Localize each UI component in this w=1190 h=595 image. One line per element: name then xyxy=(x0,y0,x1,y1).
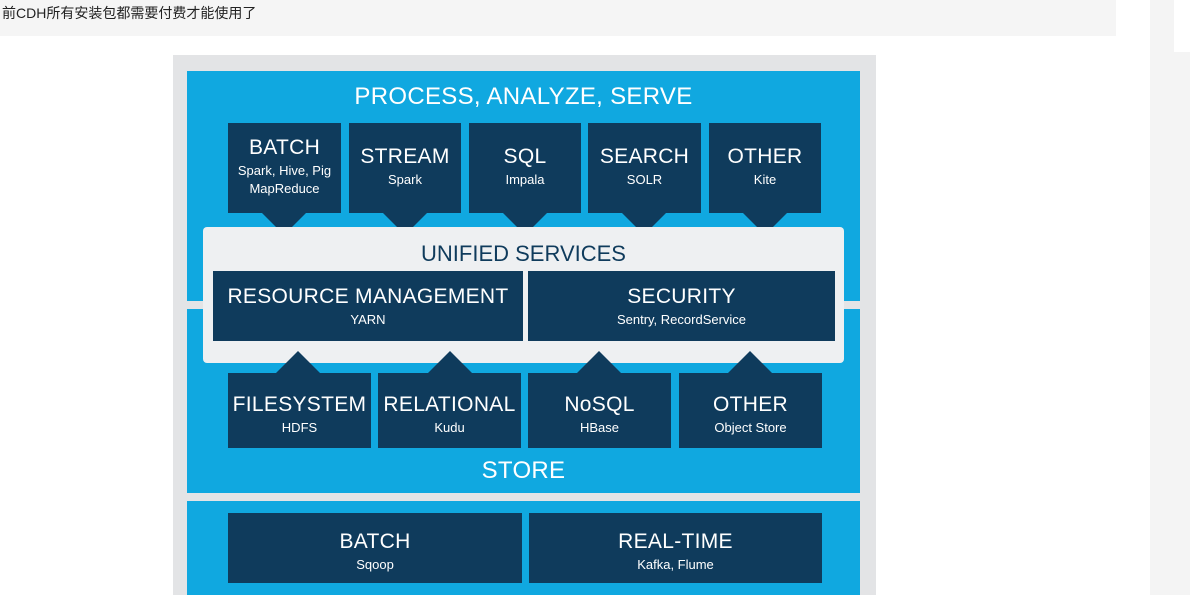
right-gutter-panel xyxy=(1174,0,1190,52)
store-box-title: NoSQL xyxy=(564,393,635,416)
unified-box-title: RESOURCE MANAGEMENT xyxy=(227,285,509,308)
top-note-text: 前CDH所有安装包都需要付费才能使用了 xyxy=(2,5,257,21)
process-box-title: SQL xyxy=(503,145,547,168)
arrow-up-icon xyxy=(577,351,621,373)
process-box-sub2: MapReduce xyxy=(249,181,320,196)
integrate-box-batch: BATCH Sqoop xyxy=(228,513,522,583)
arrow-up-icon xyxy=(276,351,320,373)
store-box-sub: Object Store xyxy=(714,420,787,435)
process-box-title: OTHER xyxy=(727,145,803,168)
process-box-batch: BATCH Spark, Hive, Pig MapReduce xyxy=(228,123,341,213)
process-box-sub: Kite xyxy=(753,172,777,187)
store-box-title: RELATIONAL xyxy=(383,393,516,416)
process-box-title: BATCH xyxy=(248,136,321,159)
unified-box-title: SECURITY xyxy=(627,285,736,308)
unified-box-sub: Sentry, RecordService xyxy=(616,312,747,327)
process-box-other: OTHER Kite xyxy=(709,123,821,213)
store-box-sub: Kudu xyxy=(434,420,465,435)
top-note: 前CDH所有安装包都需要付费才能使用了 xyxy=(0,0,1116,36)
integrate-box-realtime: REAL-TIME Kafka, Flume xyxy=(529,513,822,583)
process-title: PROCESS, ANALYZE, SERVE xyxy=(354,83,693,110)
arrow-up-icon xyxy=(728,351,772,373)
integrate-box-sub: Sqoop xyxy=(356,557,394,572)
process-box-stream: STREAM Spark xyxy=(349,123,461,213)
process-box-sql: SQL Impala xyxy=(469,123,581,213)
process-box-sub: Spark, Hive, Pig xyxy=(237,163,332,178)
store-box-sub: HBase xyxy=(579,420,620,435)
integrate-box-title: REAL-TIME xyxy=(618,530,733,553)
store-box-relational: RELATIONAL Kudu xyxy=(378,373,521,448)
process-box-title: SEARCH xyxy=(599,145,690,168)
resource-management-box: RESOURCE MANAGEMENT YARN xyxy=(213,271,523,341)
process-box-sub: Spark xyxy=(388,172,422,187)
store-box-sub: HDFS xyxy=(281,420,318,435)
process-box-search: SEARCH SOLR xyxy=(588,123,701,213)
process-box-sub: Impala xyxy=(505,172,545,187)
store-box-filesystem: FILESYSTEM HDFS xyxy=(228,373,371,448)
unified-services-panel: UNIFIED SERVICES RESOURCE MANAGEMENT YAR… xyxy=(203,227,844,363)
store-box-other: OTHER Object Store xyxy=(679,373,822,448)
security-box: SECURITY Sentry, RecordService xyxy=(528,271,835,341)
right-gutter xyxy=(1150,0,1190,595)
arrow-up-icon xyxy=(428,351,472,373)
process-box-title: STREAM xyxy=(360,145,450,168)
store-box-title: FILESYSTEM xyxy=(232,393,367,416)
process-box-sub: SOLR xyxy=(626,172,663,187)
store-box-title: OTHER xyxy=(713,393,788,416)
store-box-nosql: NoSQL HBase xyxy=(528,373,671,448)
unified-box-sub: YARN xyxy=(350,312,386,327)
integrate-box-sub: Kafka, Flume xyxy=(637,557,714,572)
architecture-diagram: PROCESS, ANALYZE, SERVE STORE BATCH Spar… xyxy=(173,55,876,595)
store-title: STORE xyxy=(481,457,566,484)
integrate-box-title: BATCH xyxy=(339,530,411,553)
unified-services-title: UNIFIED SERVICES xyxy=(421,241,626,266)
